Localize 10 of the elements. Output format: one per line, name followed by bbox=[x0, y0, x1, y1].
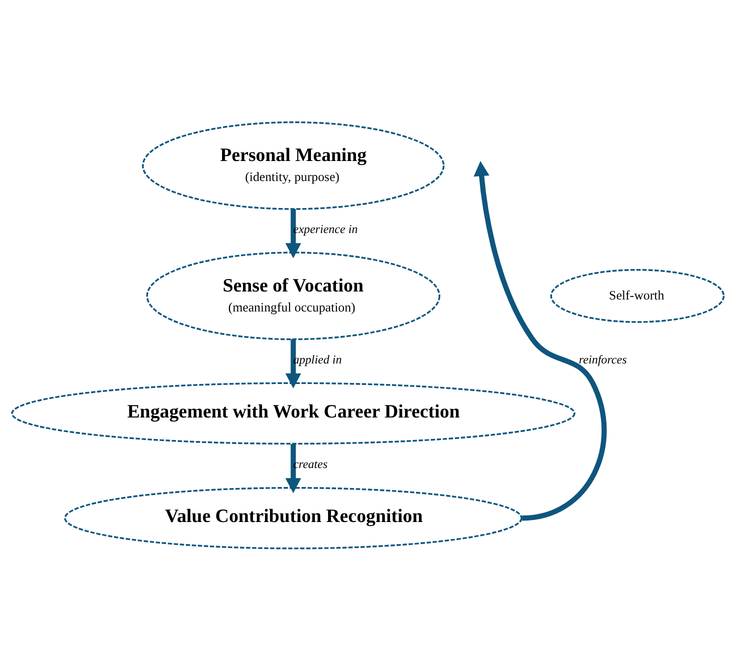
node-ellipse: Engagement with Work Career Direction bbox=[11, 382, 576, 445]
arrow bbox=[285, 339, 302, 388]
node-ellipse: Value Contribution Recognition bbox=[64, 486, 522, 550]
arrow bbox=[285, 208, 302, 258]
arrow bbox=[474, 161, 607, 521]
node-ellipse: Personal Meaning (identity, purpose) bbox=[142, 121, 445, 210]
edge-label: reinforces bbox=[578, 352, 627, 366]
arrow bbox=[285, 444, 302, 494]
node-ellipse: Sense of Vocation (meaningful occupation) bbox=[146, 252, 440, 340]
node-ellipse: Self-worth bbox=[550, 268, 725, 323]
